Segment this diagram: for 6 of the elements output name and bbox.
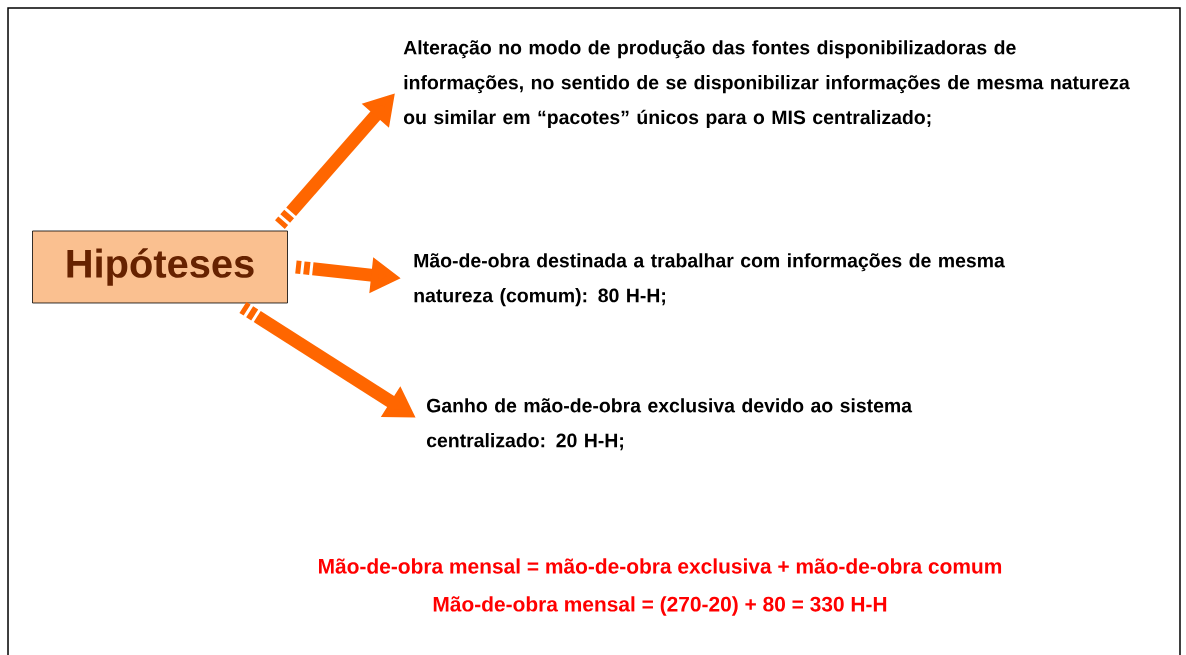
statement-text: Alteração no modo de produção das fontes disponibilizadoras de informações, no sentido de se disponibilizar informações de mesma natureza ou similar em “pacotes” únicos para o MIS centralizado; [403, 40, 1130, 129]
title-box: Hipóteses [32, 230, 288, 304]
formula-text: Mão-de-obra mensal = (270-20) + 80 = 330 H-H [433, 596, 887, 616]
statement-text: Ganho de mão-de-obra exclusiva devido ao sistema centralizado: 20 H-H; [426, 398, 913, 451]
formula-text: Mão-de-obra mensal = mão-de-obra exclusiva + mão-de-obra comum [319, 558, 1002, 574]
statement-text: Mão-de-obra destinada a trabalhar com informações de mesma natureza (comum): 80 H-H; [414, 253, 1005, 307]
